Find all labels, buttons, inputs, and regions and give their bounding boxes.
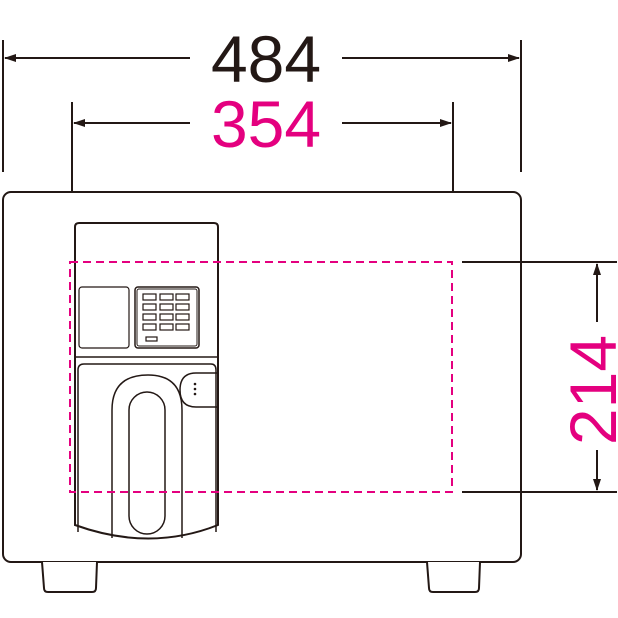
inner-width-label: 354 [211, 87, 321, 161]
inner-height-dimension [462, 261, 617, 493]
keypad [134, 286, 200, 349]
display-window [78, 286, 130, 349]
foot-right [426, 561, 481, 593]
inner-dimension-outline [69, 261, 453, 493]
key-cover [179, 372, 217, 408]
inner-height-label: 214 [556, 335, 618, 445]
overall-width-dimension [2, 40, 522, 172]
keypad-buttons [142, 293, 190, 342]
foot-left [41, 561, 98, 593]
overall-width-label: 484 [211, 22, 321, 96]
handle-grip [128, 391, 166, 535]
lock-panel [74, 222, 219, 540]
